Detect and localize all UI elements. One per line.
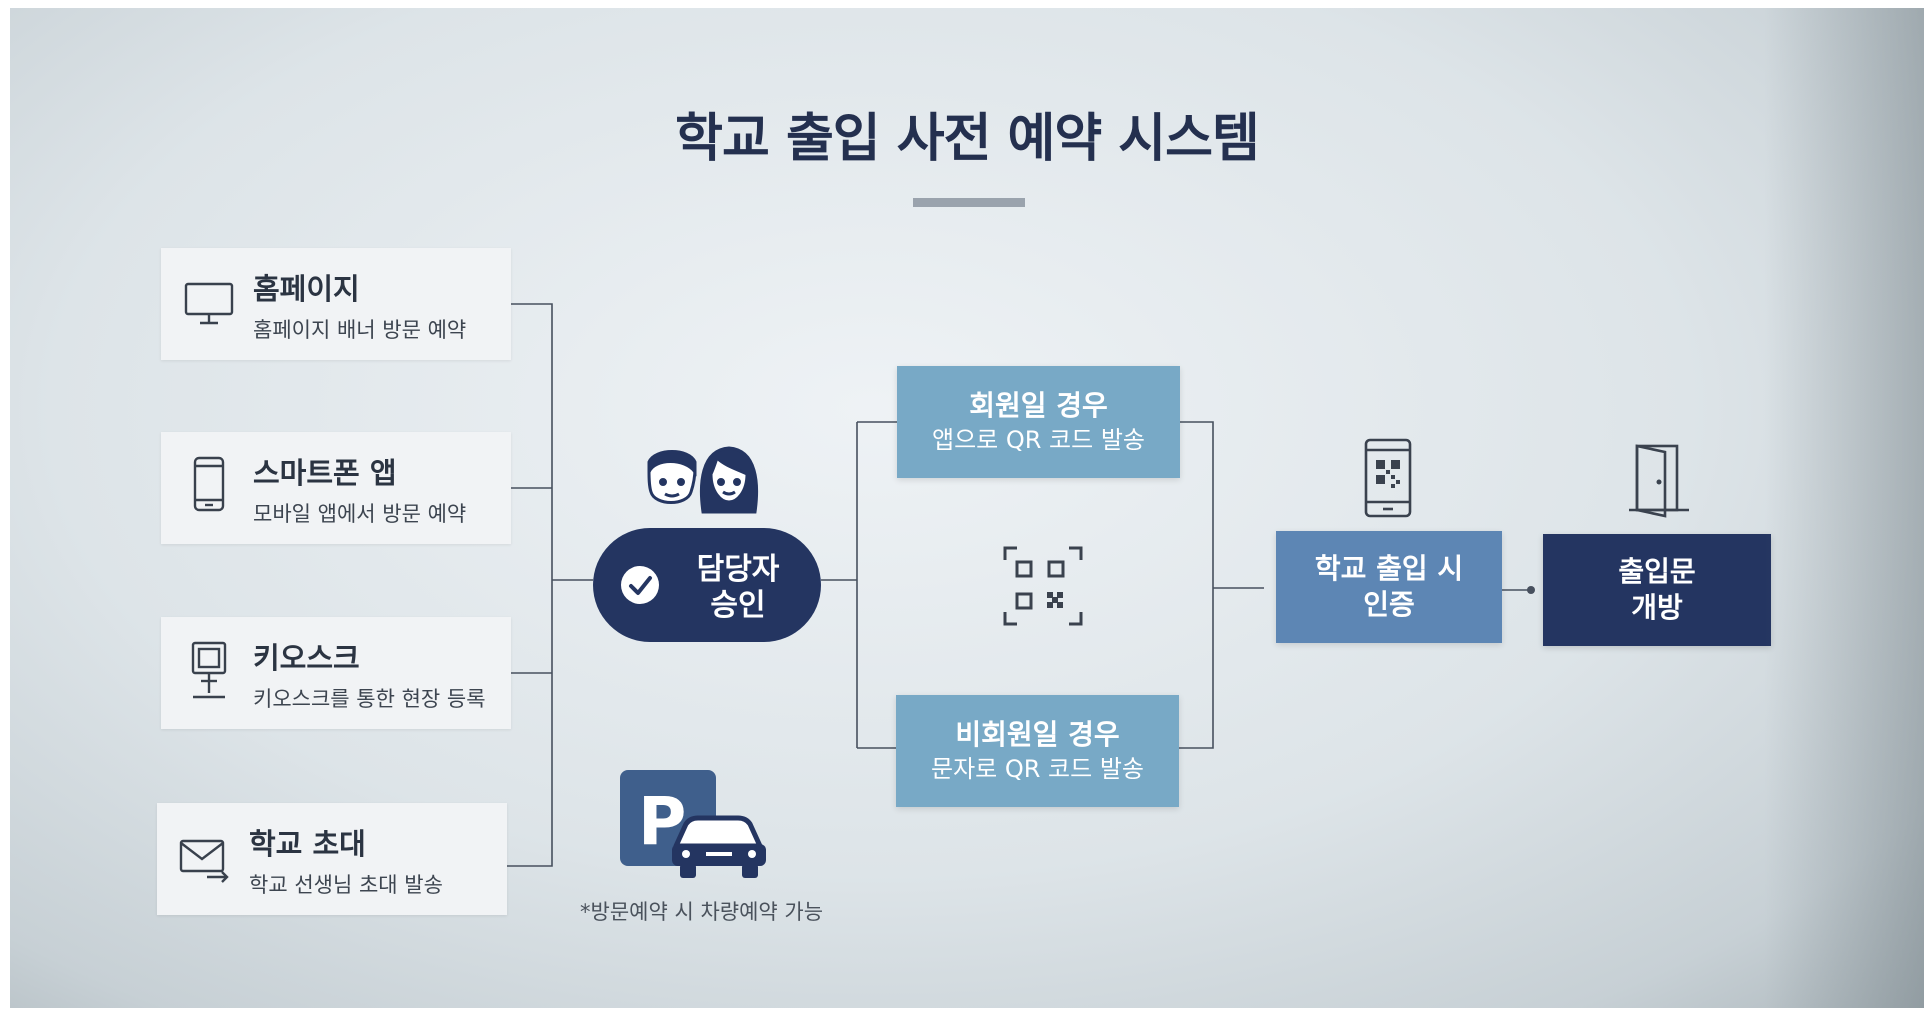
verify-node: 학교 출입 시 인증 [1276, 531, 1502, 643]
connector-dot [1527, 586, 1535, 594]
monitor-icon [184, 282, 234, 325]
phone-qr-icon [1364, 438, 1412, 518]
gate-node: 출입문 개방 [1543, 534, 1771, 646]
member-node: 회원일 경우 앱으로 QR 코드 발송 [897, 366, 1180, 478]
verify-line1: 학교 출입 시 [1314, 552, 1464, 585]
approval-node: 담당자 승인 [593, 528, 821, 642]
diagram-board: 학교 출입 사전 예약 시스템 홈페이지 홈페이지 배너 방문 예약 [10, 8, 1924, 1008]
check-icon [621, 566, 659, 604]
source-card-invite: 학교 초대 학교 선생님 초대 발송 [157, 803, 507, 915]
parking-note: *방문예약 시 차량예약 가능 [580, 900, 824, 924]
smartphone-icon [193, 456, 225, 512]
member-line2: 앱으로 QR 코드 발송 [931, 426, 1145, 454]
source-desc: 키오스크를 통한 현장 등록 [253, 687, 486, 711]
staff-people-icon [647, 446, 759, 514]
source-name: 홈페이지 [253, 272, 360, 306]
source-name: 키오스크 [253, 641, 360, 675]
source-desc: 홈페이지 배너 방문 예약 [253, 318, 467, 342]
door-icon [1629, 444, 1689, 518]
member-line1: 회원일 경우 [969, 389, 1108, 422]
source-name: 스마트폰 앱 [253, 456, 397, 490]
parking-car-icon: P [620, 770, 766, 878]
kiosk-icon [191, 641, 227, 699]
source-desc: 모바일 앱에서 방문 예약 [253, 502, 467, 526]
source-desc: 학교 선생님 초대 발송 [249, 873, 443, 897]
page-title: 학교 출입 사전 예약 시스템 [675, 109, 1260, 169]
nonmember-line2: 문자로 QR 코드 발송 [930, 755, 1144, 783]
nonmember-line1: 비회원일 경우 [955, 718, 1120, 751]
source-card-app: 스마트폰 앱 모바일 앱에서 방문 예약 [161, 432, 511, 544]
source-card-kiosk: 키오스크 키오스크를 통한 현장 등록 [161, 617, 511, 729]
source-name: 학교 초대 [249, 827, 366, 861]
gate-line2: 개방 [1631, 591, 1683, 624]
source-card-homepage: 홈페이지 홈페이지 배너 방문 예약 [161, 248, 511, 360]
title-underline [913, 198, 1025, 207]
approval-line2: 승인 [710, 588, 766, 623]
nonmember-node: 비회원일 경우 문자로 QR 코드 발송 [896, 695, 1179, 807]
verify-line2: 인증 [1363, 588, 1415, 621]
connector-member-right [1170, 421, 1214, 749]
gate-line1: 출입문 [1618, 555, 1696, 588]
connector-source-1 [413, 303, 553, 867]
mail-send-icon [179, 839, 229, 883]
approval-line1: 담당자 [696, 552, 780, 587]
qr-scan-icon [1003, 546, 1083, 626]
